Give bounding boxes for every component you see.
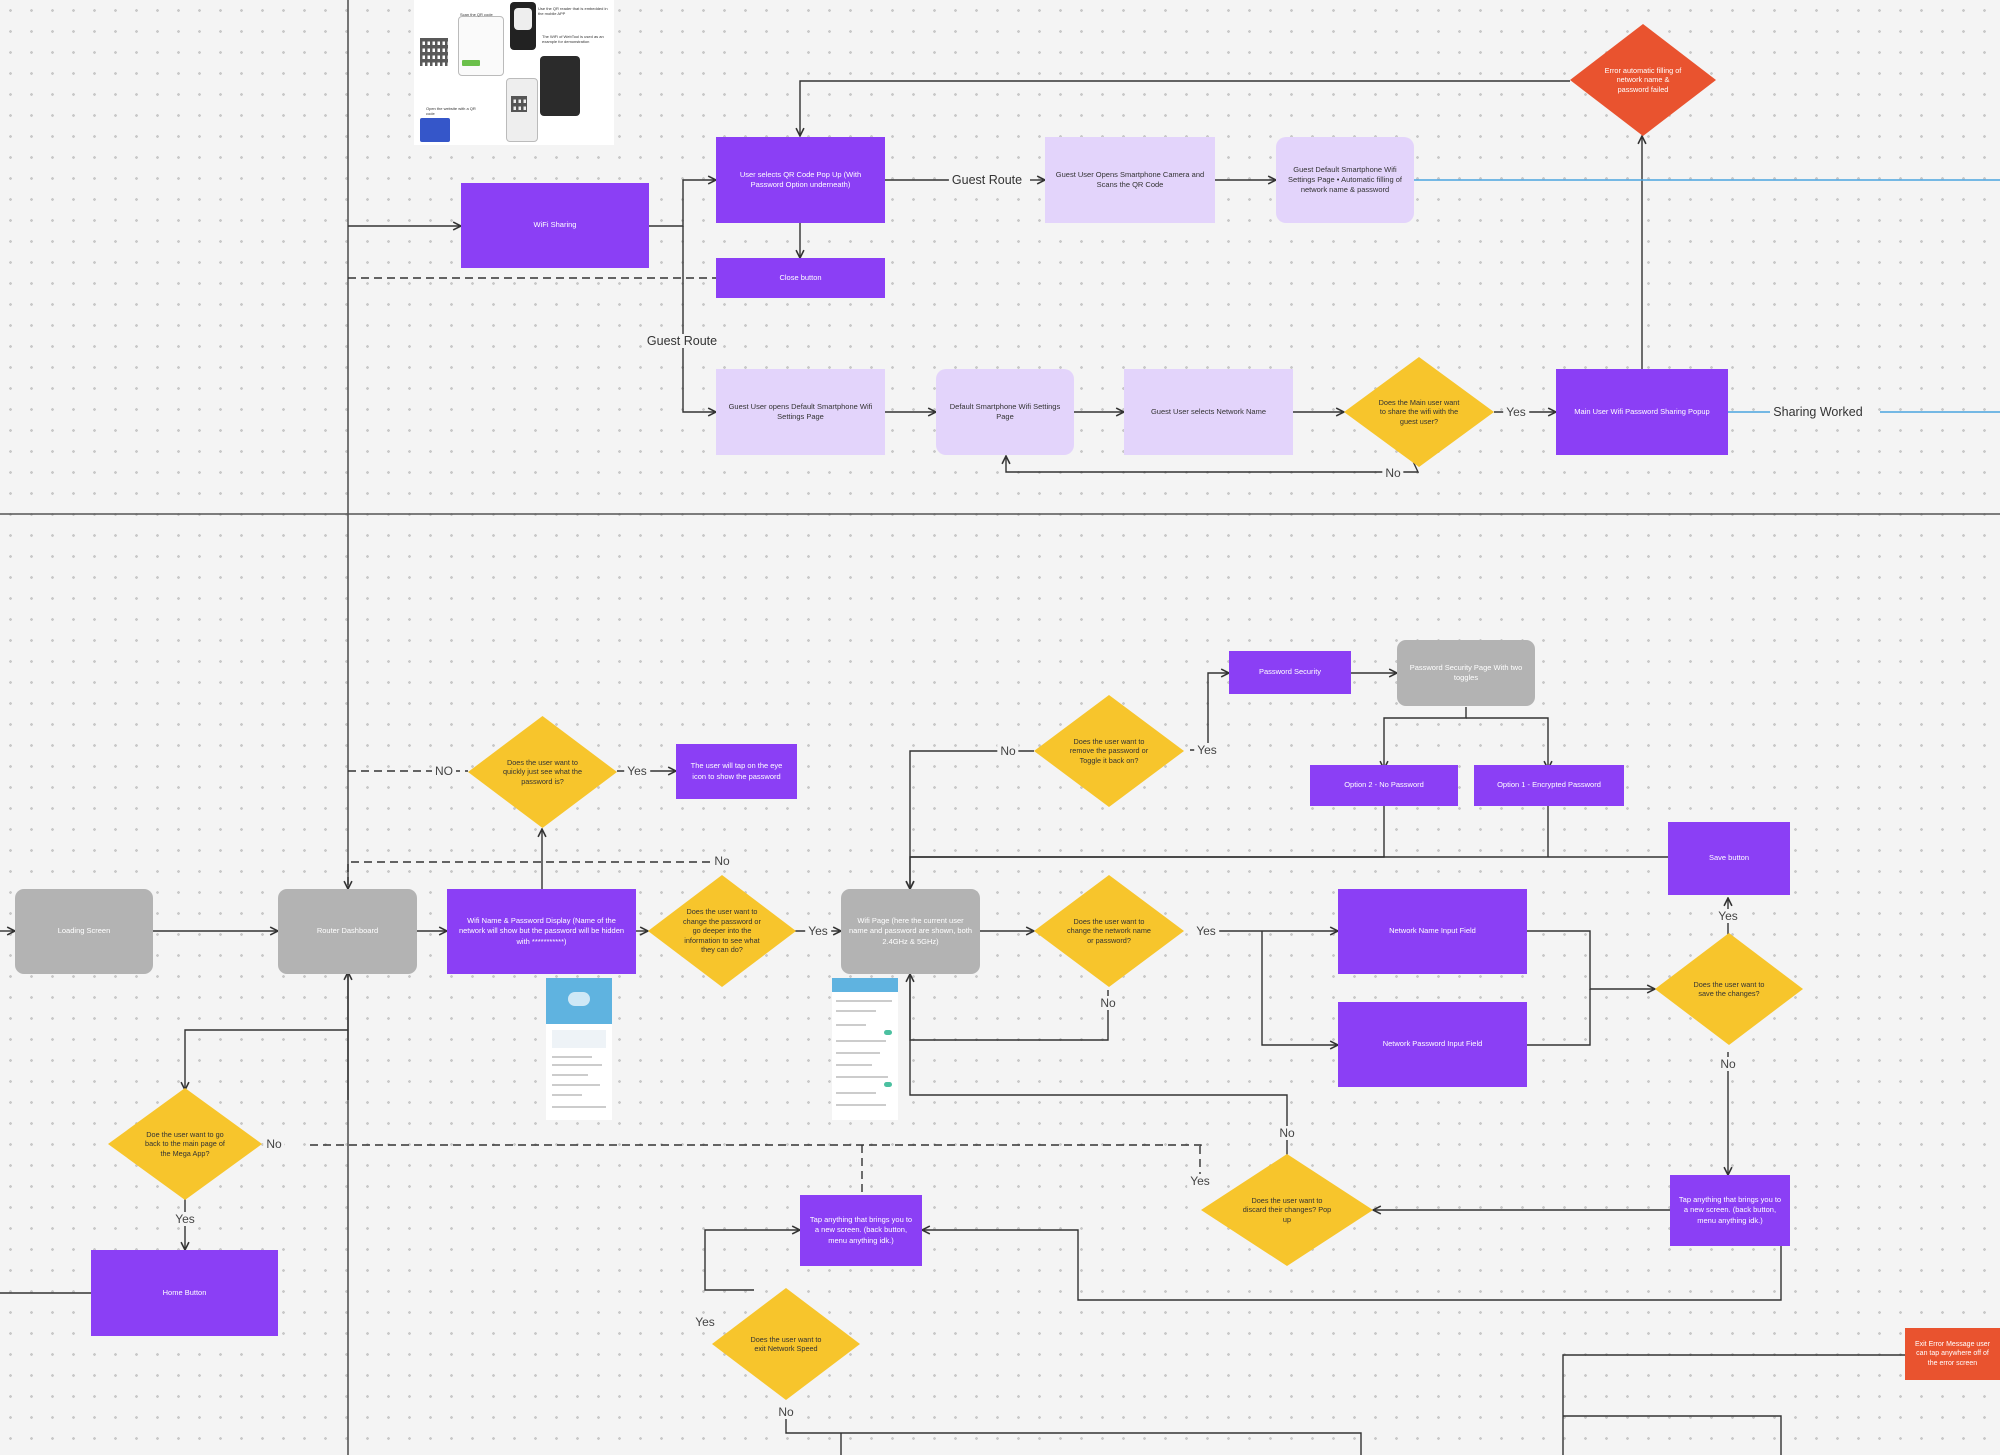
- browser-mock: [458, 16, 504, 76]
- option1-node[interactable]: Option 1 - Encrypted Password: [1474, 765, 1624, 806]
- wifi-sharing-node[interactable]: WiFi Sharing: [461, 183, 649, 268]
- guest-selects-network-node[interactable]: Guest User selects Network Name: [1124, 369, 1293, 455]
- change-deeper-diamond[interactable]: Does the user want to change the passwor…: [648, 875, 796, 987]
- yes-label: Yes: [1503, 405, 1529, 419]
- thumb-caption: Use the QR reader that is embedded in th…: [538, 6, 608, 16]
- thumb-caption: The WiFi of WebTool is used as an exampl…: [542, 34, 604, 44]
- yes-label: Yes: [692, 1315, 718, 1329]
- network-password-field-node[interactable]: Network Password Input Field: [1338, 1002, 1527, 1087]
- diamond-label: Doe the user want to go back to the main…: [145, 1129, 225, 1158]
- save-changes-diamond[interactable]: Does the user want to save the changes?: [1655, 933, 1803, 1045]
- option2-node[interactable]: Option 2 - No Password: [1310, 765, 1458, 806]
- yes-label: Yes: [1193, 924, 1219, 938]
- qr-code-icon: [420, 38, 448, 66]
- diamond-label: Does the user want to remove the passwor…: [1069, 736, 1149, 765]
- thumb-caption: Scan the QR code: [460, 12, 493, 17]
- wifi-name-display-node[interactable]: Wifi Name & Password Display (Name of th…: [447, 889, 636, 974]
- main-user-popup-node[interactable]: Main User Wifi Password Sharing Popup: [1556, 369, 1728, 455]
- diamond-label: Does the user want to exit Network Speed: [750, 1334, 822, 1353]
- no-label: No: [1717, 1057, 1739, 1071]
- yes-label: Yes: [805, 924, 831, 938]
- discard-changes-diamond[interactable]: Does the user want to discard their chan…: [1201, 1154, 1373, 1266]
- qr-instruction-image: Scan the QR code Use the QR reader that …: [414, 0, 614, 145]
- guest-default-settings-node[interactable]: Guest Default Smartphone Wifi Settings P…: [1276, 137, 1414, 223]
- yes-label: Yes: [624, 764, 650, 778]
- diamond-label: Does the Main user want to share the wif…: [1378, 397, 1460, 426]
- diamond-label: Does the user want to quickly just see w…: [502, 757, 583, 786]
- wifi-page-node[interactable]: Wifi Page (here the current user name an…: [841, 889, 980, 974]
- tap-anything-mid-node[interactable]: Tap anything that brings you to a new sc…: [800, 1195, 922, 1266]
- no-label: No: [1097, 996, 1119, 1010]
- yes-label: Yes: [1187, 1174, 1213, 1188]
- no-label: No: [997, 744, 1019, 758]
- router-dashboard-node[interactable]: Router Dashboard: [278, 889, 417, 974]
- no-label: No: [1276, 1126, 1298, 1140]
- no-label: No: [711, 854, 733, 868]
- home-button-node[interactable]: Home Button: [91, 1250, 278, 1336]
- yes-label: Yes: [172, 1212, 198, 1226]
- network-name-field-node[interactable]: Network Name Input Field: [1338, 889, 1527, 974]
- eye-icon-node[interactable]: The user will tap on the eye icon to sho…: [676, 744, 797, 799]
- diamond-label: Does the user want to change the passwor…: [683, 907, 761, 955]
- loading-screen-node[interactable]: Loading Screen: [15, 889, 153, 974]
- no-label: No: [263, 1137, 285, 1151]
- exit-network-speed-diamond[interactable]: Does the user want to exit Network Speed: [712, 1288, 860, 1400]
- change-name-diamond[interactable]: Does the user want to change the network…: [1034, 875, 1184, 987]
- guest-route-label: Guest Route: [643, 334, 721, 348]
- save-button-node[interactable]: Save button: [1668, 822, 1790, 895]
- dark-phone-mock: [540, 56, 580, 116]
- diamond-label: Does the user want to change the network…: [1067, 916, 1151, 945]
- guest-route-label: Guest Route: [948, 173, 1026, 187]
- go-back-diamond[interactable]: Doe the user want to go back to the main…: [108, 1088, 262, 1200]
- guest-camera-node[interactable]: Guest User Opens Smartphone Camera and S…: [1045, 137, 1215, 223]
- computer-icon: [420, 118, 450, 142]
- remove-password-diamond[interactable]: Does the user want to remove the passwor…: [1034, 695, 1184, 807]
- no-label: NO: [432, 764, 456, 778]
- main-user-share-diamond[interactable]: Does the Main user want to share the wif…: [1344, 357, 1494, 467]
- default-wifi-settings-node[interactable]: Default Smartphone Wifi Settings Page: [936, 369, 1074, 455]
- app-screenshot-wifi-page: [832, 978, 898, 1120]
- close-button-node[interactable]: Close button: [716, 258, 885, 298]
- error-autofill-diamond[interactable]: Error automatic filling of network name …: [1570, 24, 1716, 136]
- diamond-label: Does the user want to save the changes?: [1693, 979, 1765, 998]
- exit-error-node[interactable]: Exit Error Message user can tap anywhere…: [1905, 1328, 2000, 1380]
- qr-popup-node[interactable]: User selects QR Code Pop Up (With Passwo…: [716, 137, 885, 223]
- no-label: No: [1382, 466, 1404, 480]
- password-security-page-node[interactable]: Password Security Page With two toggles: [1397, 640, 1535, 706]
- see-password-diamond[interactable]: Does the user want to quickly just see w…: [468, 716, 617, 828]
- yes-label: Yes: [1194, 743, 1220, 757]
- diamond-label: Does the user want to discard their chan…: [1242, 1195, 1332, 1224]
- password-security-node[interactable]: Password Security: [1229, 651, 1351, 694]
- thumb-caption: Open the website with a QR code: [426, 106, 476, 116]
- diamond-label: Error automatic filling of network name …: [1604, 65, 1682, 94]
- sharing-worked-label: Sharing Worked: [1770, 405, 1866, 419]
- tap-anything-right-node[interactable]: Tap anything that brings you to a new sc…: [1670, 1175, 1790, 1246]
- guest-opens-default-node[interactable]: Guest User opens Default Smartphone Wifi…: [716, 369, 885, 455]
- yes-label: Yes: [1715, 909, 1741, 923]
- app-screenshot-wifi-display: [546, 978, 612, 1120]
- no-label: No: [775, 1405, 797, 1419]
